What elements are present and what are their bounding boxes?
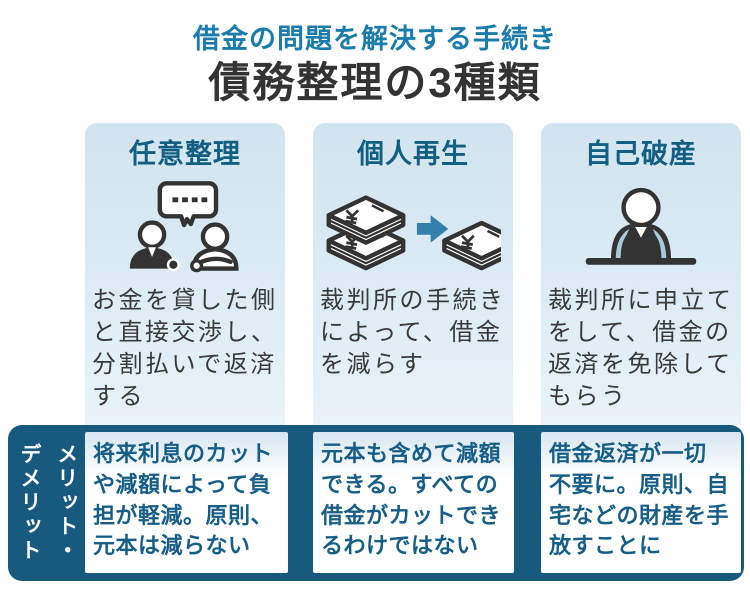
column-voluntary-arrangement: 任意整理 xyxy=(85,123,285,425)
page-subtitle: 借金の問題を解決する手続き xyxy=(193,24,557,54)
column-header: 個人再生 xyxy=(357,139,469,169)
column-header: 自己破産 xyxy=(585,139,697,169)
column-bankruptcy: 自己破産 裁判所に申立て をして、借金の 返済を免除して もらう xyxy=(541,123,741,425)
money-stacks-reduced-icon xyxy=(325,173,501,277)
column-description: 裁判所に申立て をして、借金の 返済を免除して もらう xyxy=(548,287,734,410)
page-title: 債務整理の3種類 xyxy=(208,59,542,106)
column-individual-rehabilitation: 個人再生 xyxy=(313,123,513,425)
column-description: 裁判所の手続き によって、借金 を減らす xyxy=(320,287,506,378)
person-at-court-desk-icon xyxy=(578,173,704,277)
column-description: お金を貸した側 と直接交渉し、 分割払いで返済 する xyxy=(92,287,278,410)
merit-box-bankruptcy: 借金返済が一切 不要に。原則、自 宅などの財産を手 放すことに xyxy=(541,432,741,573)
merit-demerit-label: メリット・ デメリット xyxy=(8,425,86,581)
merit-box-rehabilitation: 元本も含めて減額 できる。すべての 借金がカットでき るわけではない xyxy=(313,432,514,573)
merit-box-voluntary: 将来利息のカット や減額によって負 担が軽減。原則、 元本は減らない xyxy=(85,432,288,573)
type-columns: 任意整理 xyxy=(85,123,741,425)
negotiation-people-icon xyxy=(122,173,248,277)
merit-text: 将来利息のカット や減額によって負 担が軽減。原則、 元本は減らない xyxy=(93,441,274,559)
merit-demerit-label-text: メリット・ デメリット xyxy=(18,443,78,563)
column-header: 任意整理 xyxy=(129,139,241,169)
merit-text: 借金返済が一切 不要に。原則、自 宅などの財産を手 放すことに xyxy=(549,441,730,559)
merit-text: 元本も含めて減額 できる。すべての 借金がカットでき るわけではない xyxy=(321,441,502,559)
